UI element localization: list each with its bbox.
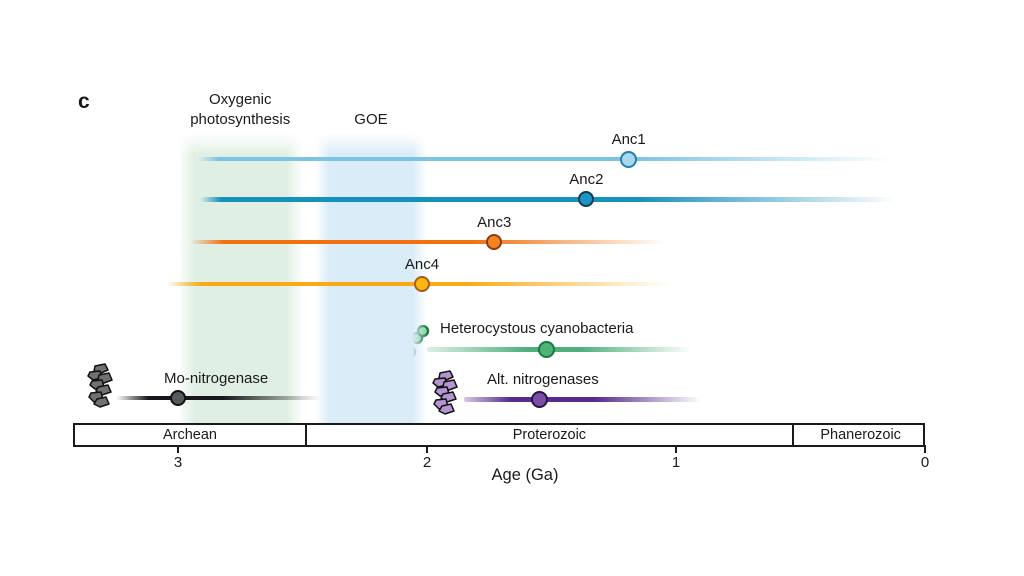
point-marker <box>620 150 638 168</box>
point-marker <box>538 340 556 358</box>
series-label: Anc3 <box>477 214 512 231</box>
series-label: Heterocystous cyanobacteria <box>440 320 634 337</box>
panel-label: c <box>78 90 90 113</box>
point-marker <box>486 234 503 250</box>
era-segment: Archean <box>162 427 217 443</box>
series-label: Anc2 <box>569 171 604 188</box>
range-line <box>197 157 901 161</box>
point-marker <box>414 276 431 292</box>
event-band <box>178 133 303 423</box>
range-line <box>427 346 691 352</box>
band-label: Oxygenic photosynthesis <box>190 91 291 129</box>
x-axis-label: Age (Ga) <box>491 466 559 484</box>
axis-tick <box>426 445 428 453</box>
point-marker <box>578 191 595 207</box>
era-segment: Proterozoic <box>304 425 793 445</box>
axis-tick-label: 0 <box>920 454 930 471</box>
protein-structure-gray-icon <box>87 363 113 408</box>
axis-tick <box>924 445 926 453</box>
protein-structure-purple-icon <box>432 370 458 415</box>
range-line <box>115 396 320 400</box>
point-marker <box>170 390 186 406</box>
axis-tick <box>675 445 677 453</box>
axis-tick <box>177 445 179 453</box>
era-segment: Phanerozoic <box>792 425 927 445</box>
series-label: Mo-nitrogenase <box>164 370 269 387</box>
range-line <box>464 396 701 402</box>
axis-tick-label: 2 <box>422 454 432 471</box>
range-line <box>200 196 903 202</box>
range-line <box>190 240 676 244</box>
series-label: Anc4 <box>404 256 440 273</box>
point-marker <box>530 390 548 408</box>
series-label: Alt. nitrogenases <box>487 371 599 388</box>
event-band <box>314 133 427 423</box>
axis-tick-label: 1 <box>671 454 681 471</box>
band-label: GOE <box>354 111 388 128</box>
series-label: Anc1 <box>611 131 646 148</box>
axis-tick-label: 3 <box>173 454 183 471</box>
